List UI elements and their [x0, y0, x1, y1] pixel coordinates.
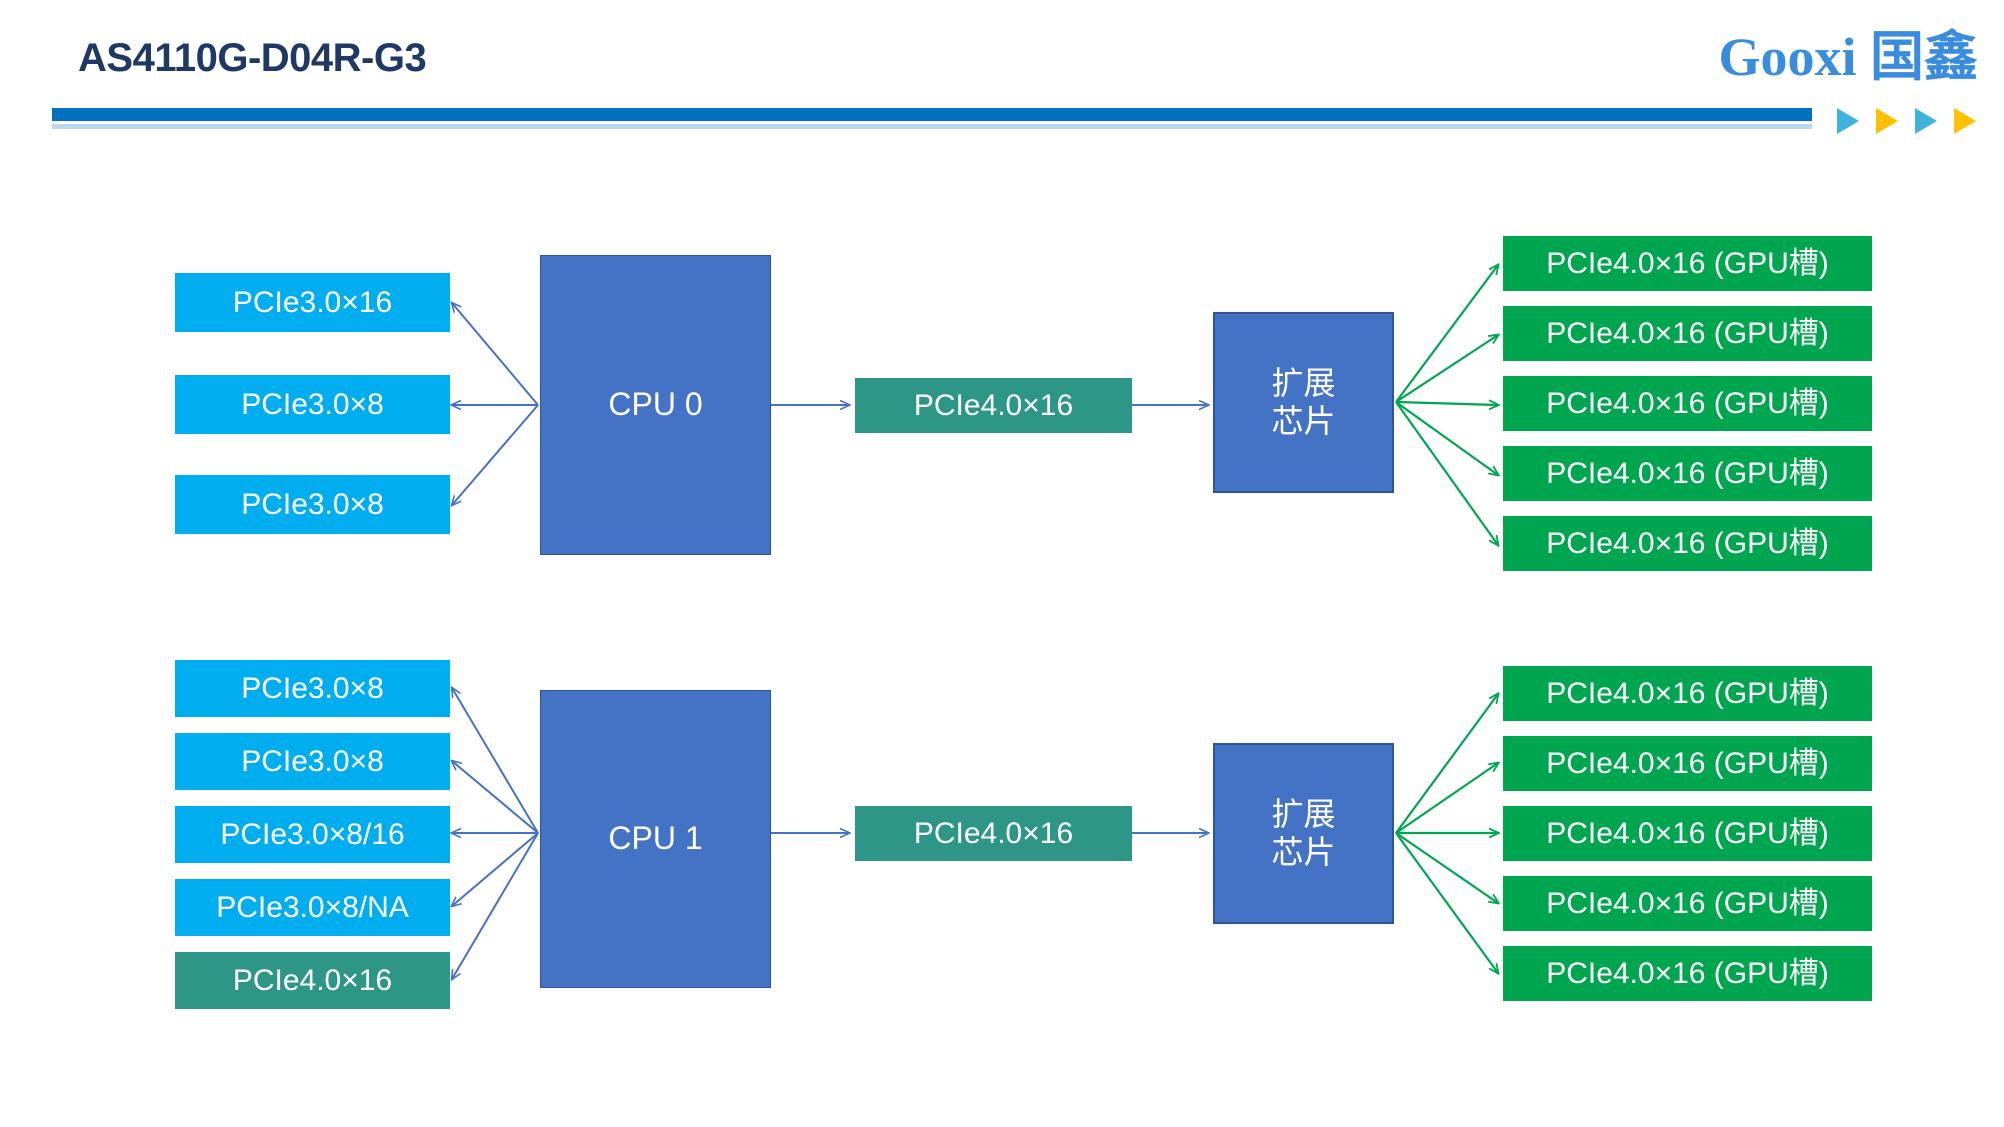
cpu0-uplink-box[interactable]: PCIe4.0×16: [855, 378, 1132, 433]
cpu0-slot-3[interactable]: PCIe3.0×8: [175, 475, 450, 534]
cpu0-gpu-slot-4[interactable]: PCIe4.0×16 (GPU槽): [1503, 446, 1872, 501]
cpu1-slot-4[interactable]: PCIe3.0×8/NA: [175, 879, 450, 936]
cpu1-gpu-slot-5[interactable]: PCIe4.0×16 (GPU槽): [1503, 946, 1872, 1001]
cpu1-slot-5[interactable]: PCIe4.0×16: [175, 952, 450, 1009]
cpu1-gpu-slot-3[interactable]: PCIe4.0×16 (GPU槽): [1503, 806, 1872, 861]
cpu0-slot-1[interactable]: PCIe3.0×16: [175, 273, 450, 332]
cpu1-gpu-fanout: [1395, 694, 1498, 973]
triangle-icon-2: [1876, 108, 1898, 134]
cpu1-slot-2[interactable]: PCIe3.0×8: [175, 733, 450, 790]
cpu1-block[interactable]: CPU 1: [540, 690, 771, 988]
triangle-icon-1: [1837, 108, 1859, 134]
triangle-icon-4: [1954, 108, 1976, 134]
cpu0-block[interactable]: CPU 0: [540, 255, 771, 555]
cpu0-gpu-slot-3[interactable]: PCIe4.0×16 (GPU槽): [1503, 376, 1872, 431]
cpu1-gpu-slot-1[interactable]: PCIe4.0×16 (GPU槽): [1503, 666, 1872, 721]
logo-wordmark: Gooxi 国鑫: [1718, 27, 1978, 87]
cpu0-slot-2[interactable]: PCIe3.0×8: [175, 375, 450, 434]
page-title: AS4110G-D04R-G3: [78, 36, 427, 80]
triangle-icon-3: [1915, 108, 1937, 134]
cpu0-switch-block[interactable]: 扩展 芯片: [1213, 312, 1394, 493]
cpu1-slot-1[interactable]: PCIe3.0×8: [175, 660, 450, 717]
cpu1-switch-block[interactable]: 扩展 芯片: [1213, 743, 1394, 924]
header-rule-primary: [52, 108, 1812, 121]
cpu0-left-fanout: [452, 303, 539, 505]
cpu0-gpu-slot-1[interactable]: PCIe4.0×16 (GPU槽): [1503, 236, 1872, 291]
cpu1-slot-3[interactable]: PCIe3.0×8/16: [175, 806, 450, 863]
header-rule-secondary: [52, 124, 1812, 129]
cpu1-gpu-slot-2[interactable]: PCIe4.0×16 (GPU槽): [1503, 736, 1872, 791]
cpu1-gpu-slot-4[interactable]: PCIe4.0×16 (GPU槽): [1503, 876, 1872, 931]
cpu1-left-fanout: [452, 688, 539, 979]
brand-logo: Gooxi 国鑫: [1648, 26, 1978, 134]
cpu0-gpu-fanout: [1395, 265, 1498, 545]
logo-triangles: [1837, 108, 1976, 134]
cpu1-uplink-box[interactable]: PCIe4.0×16: [855, 806, 1132, 861]
cpu0-gpu-slot-2[interactable]: PCIe4.0×16 (GPU槽): [1503, 306, 1872, 361]
cpu0-gpu-slot-5[interactable]: PCIe4.0×16 (GPU槽): [1503, 516, 1872, 571]
